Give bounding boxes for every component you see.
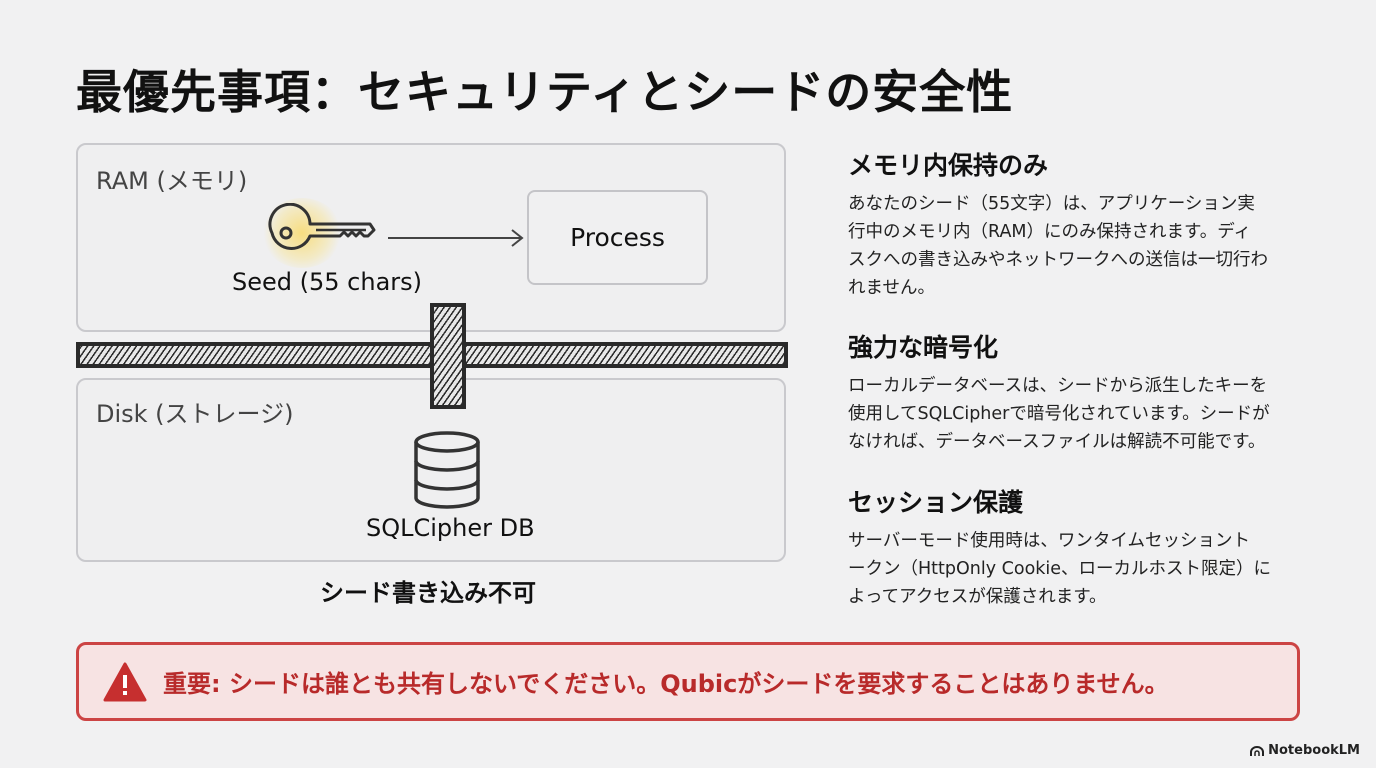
section-text: サーバーモード使用時は、ワンタイムセッショント <box>848 531 1250 551</box>
section-text: よってアクセスが保護されます。 <box>848 587 1107 607</box>
section-heading: メモリ内保持のみ <box>848 151 1049 180</box>
warning-banner: 重要: シードは誰とも共有しないでください。Qubicがシードを要求することはあ… <box>76 642 1300 721</box>
section-text: なければ、データベースファイルは解読不可能です。 <box>848 432 1266 452</box>
key-icon <box>268 203 376 250</box>
arrow-icon <box>388 229 524 247</box>
page-title: 最優先事項：セキュリティとシードの安全性 <box>76 65 1014 119</box>
seed-label: Seed (55 chars) <box>232 268 423 296</box>
section-text: ークン（HttpOnly Cookie、ローカルホスト限定）に <box>848 559 1272 579</box>
db-label: SQLCipher DB <box>366 514 535 542</box>
section-text: 使用してSQLCipherで暗号化されています。シードが <box>848 404 1270 424</box>
section-memory: メモリ内保持のみ あなたのシード（55文字）は、アプリケーション実 行中のメモリ… <box>848 146 1328 302</box>
process-label: Process <box>570 223 665 252</box>
warning-icon <box>103 662 147 701</box>
no-write-label: シード書き込み不可 <box>320 579 536 607</box>
ram-label: RAM (メモリ) <box>96 167 248 195</box>
section-text: スクへの書き込みやネットワークへの送信は一切行わ <box>848 250 1268 270</box>
brand-label: NotebookLM <box>1268 743 1360 758</box>
barrier-post <box>430 303 466 409</box>
section-text: ローカルデータベースは、シードから派生したキーを <box>848 376 1268 396</box>
section-session: セッション保護 サーバーモード使用時は、ワンタイムセッショント ークン（Http… <box>848 483 1328 611</box>
notebooklm-logo-icon <box>1250 745 1265 756</box>
process-box: Process <box>527 190 708 285</box>
section-text: あなたのシード（55文字）は、アプリケーション実 <box>848 194 1255 214</box>
section-text: れません。 <box>848 278 935 298</box>
disk-label: Disk (ストレージ) <box>96 400 294 428</box>
section-encryption: 強力な暗号化 ローカルデータベースは、シードから派生したキーを 使用してSQLC… <box>848 328 1328 456</box>
section-heading: 強力な暗号化 <box>848 333 999 362</box>
brand-watermark: NotebookLM <box>1250 743 1360 758</box>
database-icon <box>414 431 480 509</box>
section-text: 行中のメモリ内（RAM）にのみ保持されます。ディ <box>848 222 1252 242</box>
section-heading: セッション保護 <box>848 488 1024 517</box>
warning-text: 重要: シードは誰とも共有しないでください。Qubicがシードを要求することはあ… <box>163 670 1169 698</box>
